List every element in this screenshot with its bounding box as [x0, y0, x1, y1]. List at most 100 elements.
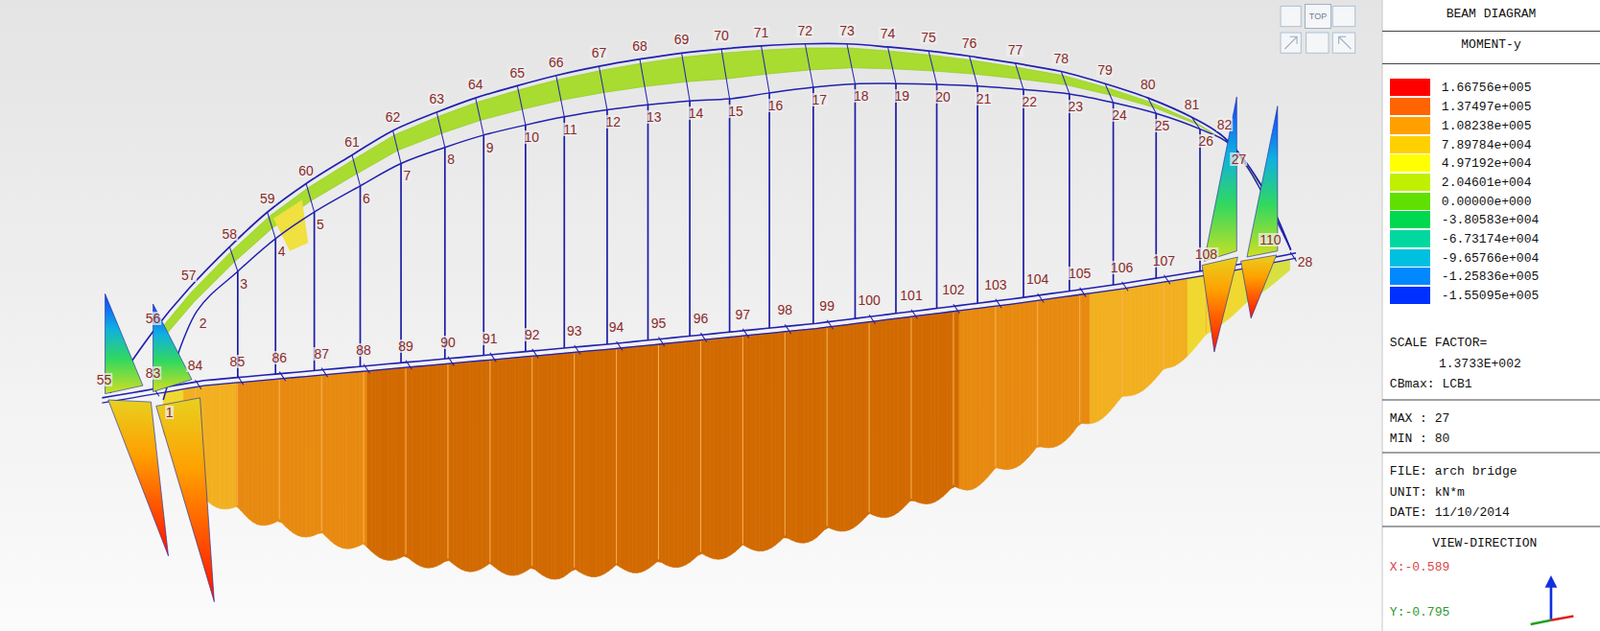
- deck-moment-fill: [497, 358, 502, 573]
- deck-girder: [101, 253, 1296, 399]
- deck-moment-fill: [600, 350, 605, 577]
- deck-moment-fill: [816, 328, 821, 539]
- deck-moment-fill: [649, 345, 654, 569]
- node-number: 16: [767, 98, 785, 113]
- arch-bracing: [887, 47, 896, 84]
- deck-moment-fill: [636, 346, 641, 574]
- deck-moment-fill: [285, 377, 290, 531]
- arch-bracing: [761, 46, 771, 94]
- hanger-cable: [359, 186, 362, 367]
- deck-moment-fill: [342, 373, 347, 549]
- node-number: 6: [361, 191, 372, 206]
- node-number: 99: [818, 299, 836, 313]
- deck-moment-fill: [1138, 285, 1143, 394]
- deck-moment-fill: [1134, 285, 1139, 395]
- legend-value: 0.00000e+000: [1441, 194, 1532, 208]
- node-number: 22: [1021, 94, 1039, 109]
- deck-moment-fill: [934, 313, 939, 503]
- deck-moment-fill: [305, 376, 310, 538]
- node-number: 85: [229, 354, 247, 369]
- deck-moment-fill: [314, 375, 319, 536]
- deck-moment-fill: [966, 308, 971, 491]
- deck-moment-fill: [885, 319, 890, 518]
- legend-value: -9.65766e+004: [1441, 251, 1539, 264]
- cross-beam: [700, 332, 706, 343]
- deck-moment-fill: [432, 364, 437, 567]
- legend-swatch: [1389, 267, 1431, 285]
- deck-moment-fill: [1082, 293, 1086, 424]
- node-number: 65: [509, 66, 527, 80]
- node-number: 15: [727, 104, 745, 118]
- deck-moment-fill: [403, 367, 408, 559]
- cross-beam: [658, 337, 665, 348]
- hanger-cable: [482, 135, 485, 356]
- deck-moment-fill: [800, 329, 804, 543]
- cross-beam: [826, 320, 833, 330]
- arch-bracing: [969, 56, 979, 87]
- deck-moment-fill: [588, 351, 592, 578]
- deck-moment-fill: [1049, 298, 1054, 448]
- moment-station-line: [742, 336, 744, 544]
- deck-moment-fill: [522, 356, 527, 574]
- legend-value: -1.25836e+005: [1441, 270, 1539, 283]
- deck-moment-fill: [441, 364, 446, 565]
- deck-moment-fill: [926, 314, 931, 505]
- node-number: 14: [687, 106, 706, 120]
- hanger-cable: [400, 164, 402, 364]
- deck-moment-fill: [1033, 301, 1037, 453]
- arch-bracing: [1014, 63, 1024, 90]
- deck-moment-fill: [906, 316, 911, 505]
- node-number: 9: [485, 141, 495, 155]
- deck-moment-fill: [877, 320, 882, 518]
- deck-moment-fill: [420, 365, 424, 567]
- node-number: 86: [271, 351, 289, 365]
- deck-moment-fill: [975, 307, 980, 488]
- deck-moment-fill: [758, 333, 763, 552]
- deck-moment-fill: [1122, 287, 1127, 397]
- deck-moment-fill: [995, 305, 1000, 470]
- moment-spike: [1241, 255, 1277, 319]
- hanger-cable: [563, 117, 565, 349]
- deck-moment-fill: [416, 366, 421, 567]
- view-direction-title: VIEW-DIRECTION: [1432, 536, 1537, 549]
- deck-moment-fill: [640, 345, 645, 572]
- arch-bracing: [475, 97, 485, 136]
- node-number: 95: [650, 316, 668, 330]
- hanger-cable: [729, 98, 731, 332]
- deck-moment-fill: [330, 374, 335, 545]
- deck-moment-fill: [979, 307, 984, 486]
- deck-moment-fill: [665, 343, 670, 567]
- deck-moment-fill: [796, 329, 800, 543]
- deck-moment-fill: [517, 356, 522, 575]
- deck-moment-fill: [751, 334, 755, 551]
- deck-moment-fill: [273, 378, 278, 523]
- cross-beam: [616, 341, 623, 352]
- result-type: MOMENT-y: [1460, 31, 1521, 52]
- node-number: 20: [934, 90, 952, 104]
- file-name: FILE: arch bridge: [1389, 465, 1518, 478]
- deck-moment-fill: [1057, 297, 1061, 447]
- cross-beam: [532, 349, 539, 359]
- node-number: 64: [467, 77, 485, 92]
- deck-moment-fill: [771, 332, 776, 548]
- deck-moment-fill: [445, 363, 449, 562]
- deck-moment-fill: [1077, 294, 1082, 426]
- node-number: 19: [894, 89, 912, 103]
- deck-moment-fill: [910, 316, 915, 502]
- arch-bracing: [847, 44, 856, 85]
- deck-moment-fill: [836, 325, 841, 532]
- node-number: 2: [198, 316, 209, 330]
- legend-value: 1.37497e+005: [1441, 100, 1532, 114]
- node-number: 4: [277, 244, 287, 259]
- deck-moment-fill: [1053, 298, 1058, 448]
- deck-moment-fill: [714, 338, 719, 560]
- deck-moment-fill: [1093, 292, 1098, 424]
- legend-value: 7.89784e+004: [1441, 138, 1532, 151]
- deck-moment-fill: [322, 375, 327, 538]
- node-number: 11: [562, 122, 579, 137]
- moment-station-line: [236, 383, 238, 506]
- node-number: 104: [1025, 272, 1050, 286]
- deck-moment-fill: [865, 322, 870, 518]
- panel-title: BEAM DIAGRAM: [1382, 6, 1600, 22]
- deck-moment-fill: [693, 340, 698, 560]
